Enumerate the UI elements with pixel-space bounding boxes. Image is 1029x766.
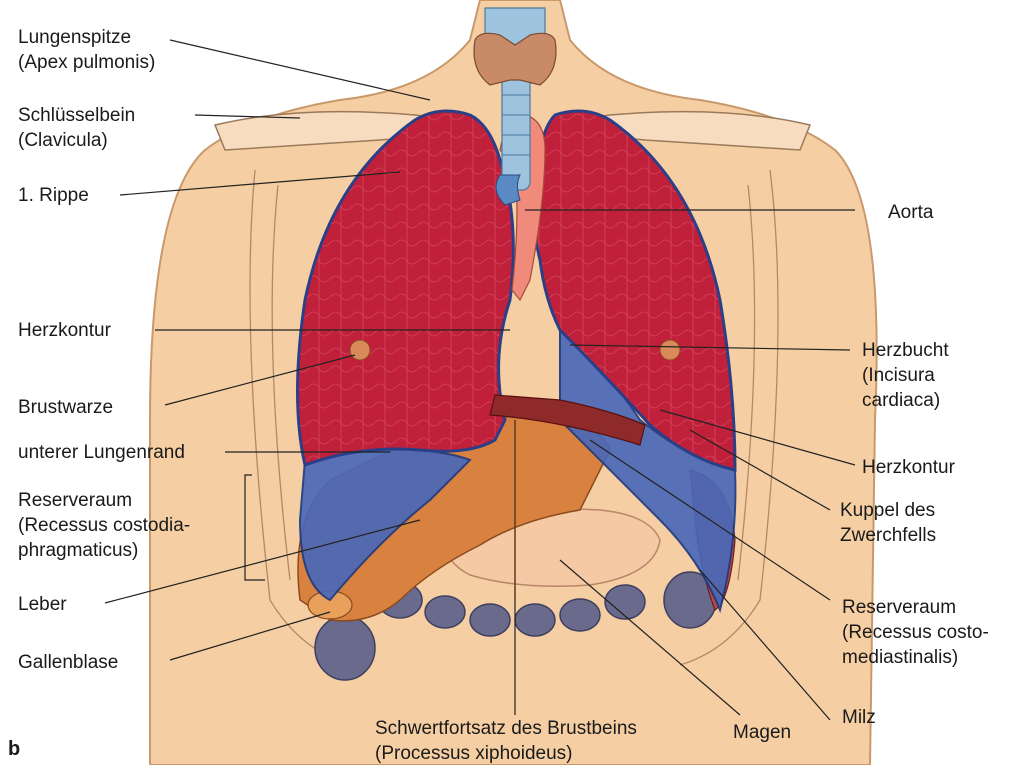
label-rippe-line1: 1. Rippe [18, 183, 89, 208]
label-lungenrand: unterer Lungenrand [18, 440, 185, 465]
label-lungenspitze: Lungenspitze (Apex pulmonis) [18, 25, 155, 75]
label-milz-line1: Milz [842, 705, 876, 730]
label-reserveraum-right-line3: mediastinalis) [842, 645, 989, 670]
label-herzkontur-right-line1: Herzkontur [862, 455, 955, 480]
panel-letter: b [8, 738, 20, 761]
label-magen: Magen [733, 720, 791, 745]
label-reserveraum-left-line2: (Recessus costodia- [18, 513, 190, 538]
label-brustwarze-line1: Brustwarze [18, 395, 113, 420]
label-schluesselbein: Schlüsselbein (Clavicula) [18, 103, 135, 153]
label-kuppel-line2: Zwerchfells [840, 523, 936, 548]
label-gallenblase-line1: Gallenblase [18, 650, 118, 675]
label-reserveraum-left-line3: phragmaticus) [18, 538, 190, 563]
label-herzbucht-line2: (Incisura [862, 363, 949, 388]
label-schwertfortsatz-line2: (Processus xiphoideus) [375, 741, 637, 766]
label-herzkontur-left: Herzkontur [18, 318, 111, 343]
label-herzbucht-line3: cardiaca) [862, 388, 949, 413]
nipple-left [350, 340, 370, 360]
label-reserveraum-left: Reserveraum (Recessus costodia- phragmat… [18, 488, 190, 563]
label-kuppel: Kuppel des Zwerchfells [840, 498, 936, 548]
label-kuppel-line1: Kuppel des [840, 498, 936, 523]
label-schwertfortsatz-line1: Schwertfortsatz des Brustbeins [375, 716, 637, 741]
label-reserveraum-right-line1: Reserveraum [842, 595, 989, 620]
label-herzbucht: Herzbucht (Incisura cardiaca) [862, 338, 949, 413]
label-lungenrand-line1: unterer Lungenrand [18, 440, 185, 465]
label-herzkontur-right: Herzkontur [862, 455, 955, 480]
label-gallenblase: Gallenblase [18, 650, 118, 675]
label-milz: Milz [842, 705, 876, 730]
label-reserveraum-right-line2: (Recessus costo- [842, 620, 989, 645]
label-herzkontur-left-line1: Herzkontur [18, 318, 111, 343]
label-brustwarze: Brustwarze [18, 395, 113, 420]
label-aorta: Aorta [888, 200, 933, 225]
label-herzbucht-line1: Herzbucht [862, 338, 949, 363]
label-schluesselbein-line2: (Clavicula) [18, 128, 135, 153]
label-reserveraum-left-line1: Reserveraum [18, 488, 190, 513]
label-lungenspitze-line1: Lungenspitze [18, 25, 155, 50]
label-aorta-line1: Aorta [888, 200, 933, 225]
label-reserveraum-right: Reserveraum (Recessus costo- mediastinal… [842, 595, 989, 670]
label-magen-line1: Magen [733, 720, 791, 745]
label-schluesselbein-line1: Schlüsselbein [18, 103, 135, 128]
label-lungenspitze-line2: (Apex pulmonis) [18, 50, 155, 75]
label-rippe: 1. Rippe [18, 183, 89, 208]
label-schwertfortsatz: Schwertfortsatz des Brustbeins (Processu… [375, 716, 637, 766]
nipple-right [660, 340, 680, 360]
label-leber: Leber [18, 592, 67, 617]
label-leber-line1: Leber [18, 592, 67, 617]
